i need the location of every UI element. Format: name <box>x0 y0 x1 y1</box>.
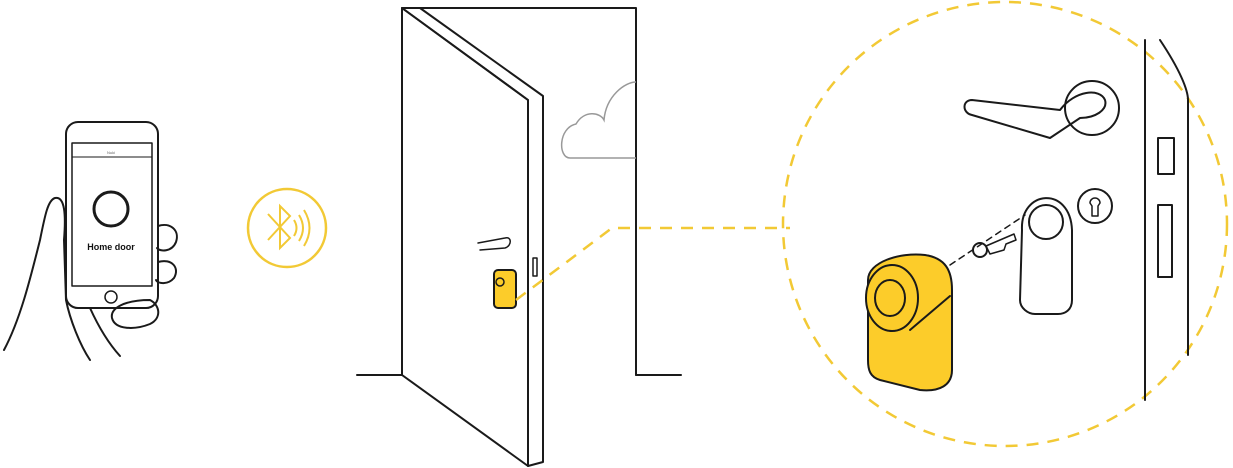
phone-lock-label: Home door <box>87 242 135 252</box>
zoom-circle <box>781 0 1229 448</box>
zoom-connector <box>515 226 790 301</box>
bluetooth-icon <box>246 187 328 269</box>
smart-lock-icon <box>865 253 953 392</box>
hand-holding-phone <box>3 121 178 361</box>
lock-cylinder-icon <box>1019 188 1113 315</box>
door-edge <box>1144 39 1189 401</box>
cloud-icon <box>561 81 637 159</box>
door-icon <box>356 7 682 467</box>
key-icon <box>949 214 1026 266</box>
phone-app-title: Nuki <box>106 150 115 155</box>
door-handle-icon <box>963 80 1120 139</box>
